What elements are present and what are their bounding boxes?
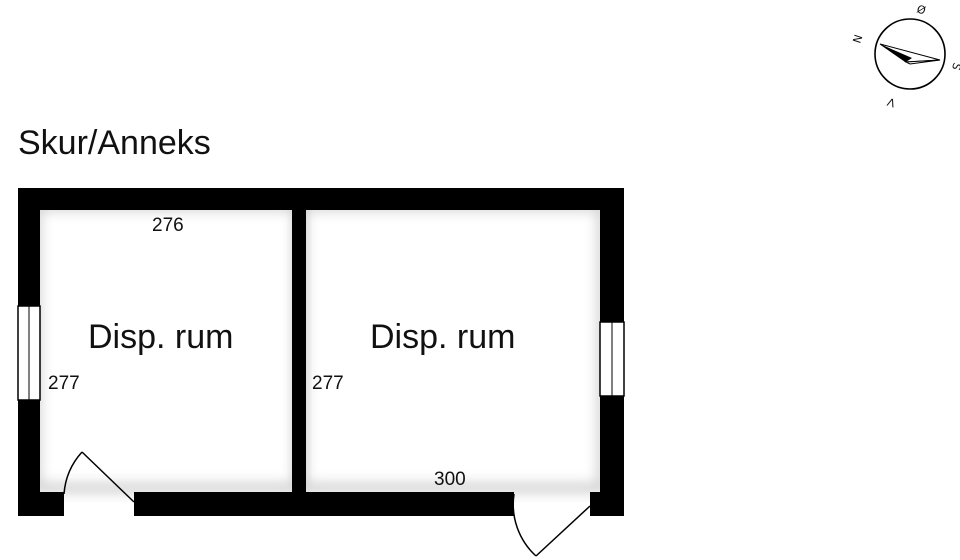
partition-wall — [292, 188, 306, 494]
bottom-wall-left-stub — [18, 492, 64, 516]
right-wall-upper — [600, 188, 624, 322]
top-wall — [18, 188, 624, 210]
right-window — [599, 321, 625, 397]
bottom-wall-right-stub — [590, 492, 624, 516]
room-right-width-dimension: 300 — [434, 469, 466, 490]
left-wall-upper — [18, 188, 40, 306]
room-label-left: Disp. rum — [88, 318, 234, 356]
room-right-height-dimension: 277 — [312, 373, 344, 394]
compass-east-label: Ø — [915, 2, 928, 17]
left-wall-lower — [18, 400, 40, 516]
left-door — [63, 451, 135, 503]
room-left-height-dimension: 277 — [48, 373, 80, 394]
compass-rose: N Ø S V — [850, 2, 960, 109]
compass-north-label: N — [850, 33, 865, 45]
left-window — [17, 305, 41, 401]
room-label-right: Disp. rum — [370, 318, 516, 356]
right-door — [512, 493, 591, 557]
walls — [18, 188, 624, 516]
compass-south-label: S — [949, 61, 960, 72]
compass-west-label: V — [885, 95, 897, 110]
room-left-width-dimension: 276 — [152, 215, 184, 236]
bottom-wall-middle — [134, 492, 514, 516]
plan-title: Skur/Anneks — [18, 124, 211, 162]
